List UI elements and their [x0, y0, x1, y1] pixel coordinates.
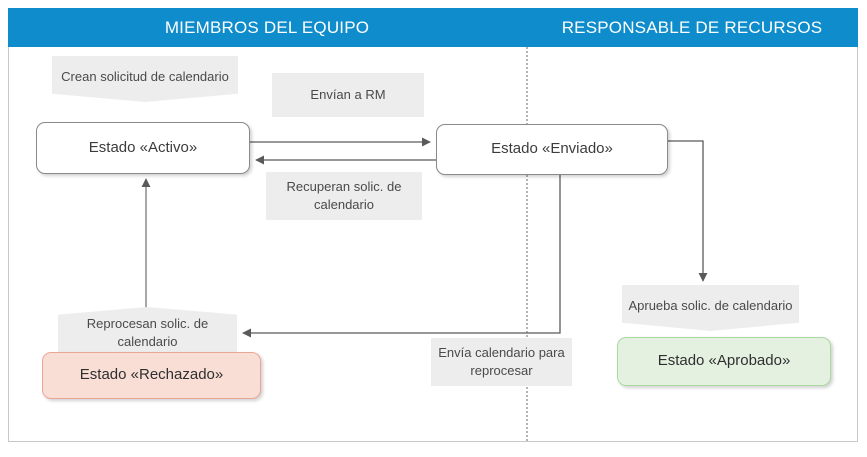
- swimlane-header-band: MIEMBROS DEL EQUIPO RESPONSABLE DE RECUR…: [8, 8, 858, 47]
- swimlane-header-team-label: MIEMBROS DEL EQUIPO: [164, 17, 370, 37]
- swimlane-header-owner-label: RESPONSABLE DE RECURSOS: [561, 17, 823, 37]
- state-node-enviado-label: Estado «Enviado»: [491, 140, 613, 158]
- state-node-activo-label: Estado «Activo»: [88, 138, 198, 156]
- note-envia-calendario: Envía calendario para reprocesar: [431, 338, 572, 386]
- note-crean-solicitud-label: Crean solicitud de calendario: [61, 69, 229, 85]
- note-envian-a-rm: Envían a RM: [272, 73, 424, 117]
- note-crean-solicitud: Crean solicitud de calendario: [52, 56, 238, 102]
- note-recuperan-solicitud: Recuperan solic. de calendario: [266, 172, 422, 220]
- note-recuperan-solicitud-label: Recuperan solic. de calendario: [286, 179, 402, 212]
- swimlane-header-team: MIEMBROS DEL EQUIPO: [8, 8, 526, 47]
- state-node-aprobado-label: Estado «Aprobado»: [657, 352, 791, 370]
- swimlane-header-owner: RESPONSABLE DE RECURSOS: [526, 8, 858, 47]
- note-reprocesan-solicitud: Reprocesan solic. de calendario: [58, 307, 237, 355]
- note-envia-calendario-label: Envía calendario para reprocesar: [438, 345, 565, 378]
- note-aprueba-solicitud: Aprueba solic. de calendario: [622, 285, 799, 331]
- state-node-rechazado-label: Estado «Rechazado»: [79, 366, 224, 384]
- note-aprueba-solicitud-label: Aprueba solic. de calendario: [628, 298, 793, 314]
- note-reprocesan-solicitud-label: Reprocesan solic. de calendario: [86, 315, 209, 349]
- note-envian-a-rm-label: Envían a RM: [310, 87, 386, 103]
- state-node-aprobado[interactable]: Estado «Aprobado»: [617, 337, 831, 386]
- state-node-activo[interactable]: Estado «Activo»: [36, 122, 250, 174]
- state-node-enviado[interactable]: Estado «Enviado»: [436, 124, 668, 175]
- state-node-rechazado[interactable]: Estado «Rechazado»: [42, 352, 261, 399]
